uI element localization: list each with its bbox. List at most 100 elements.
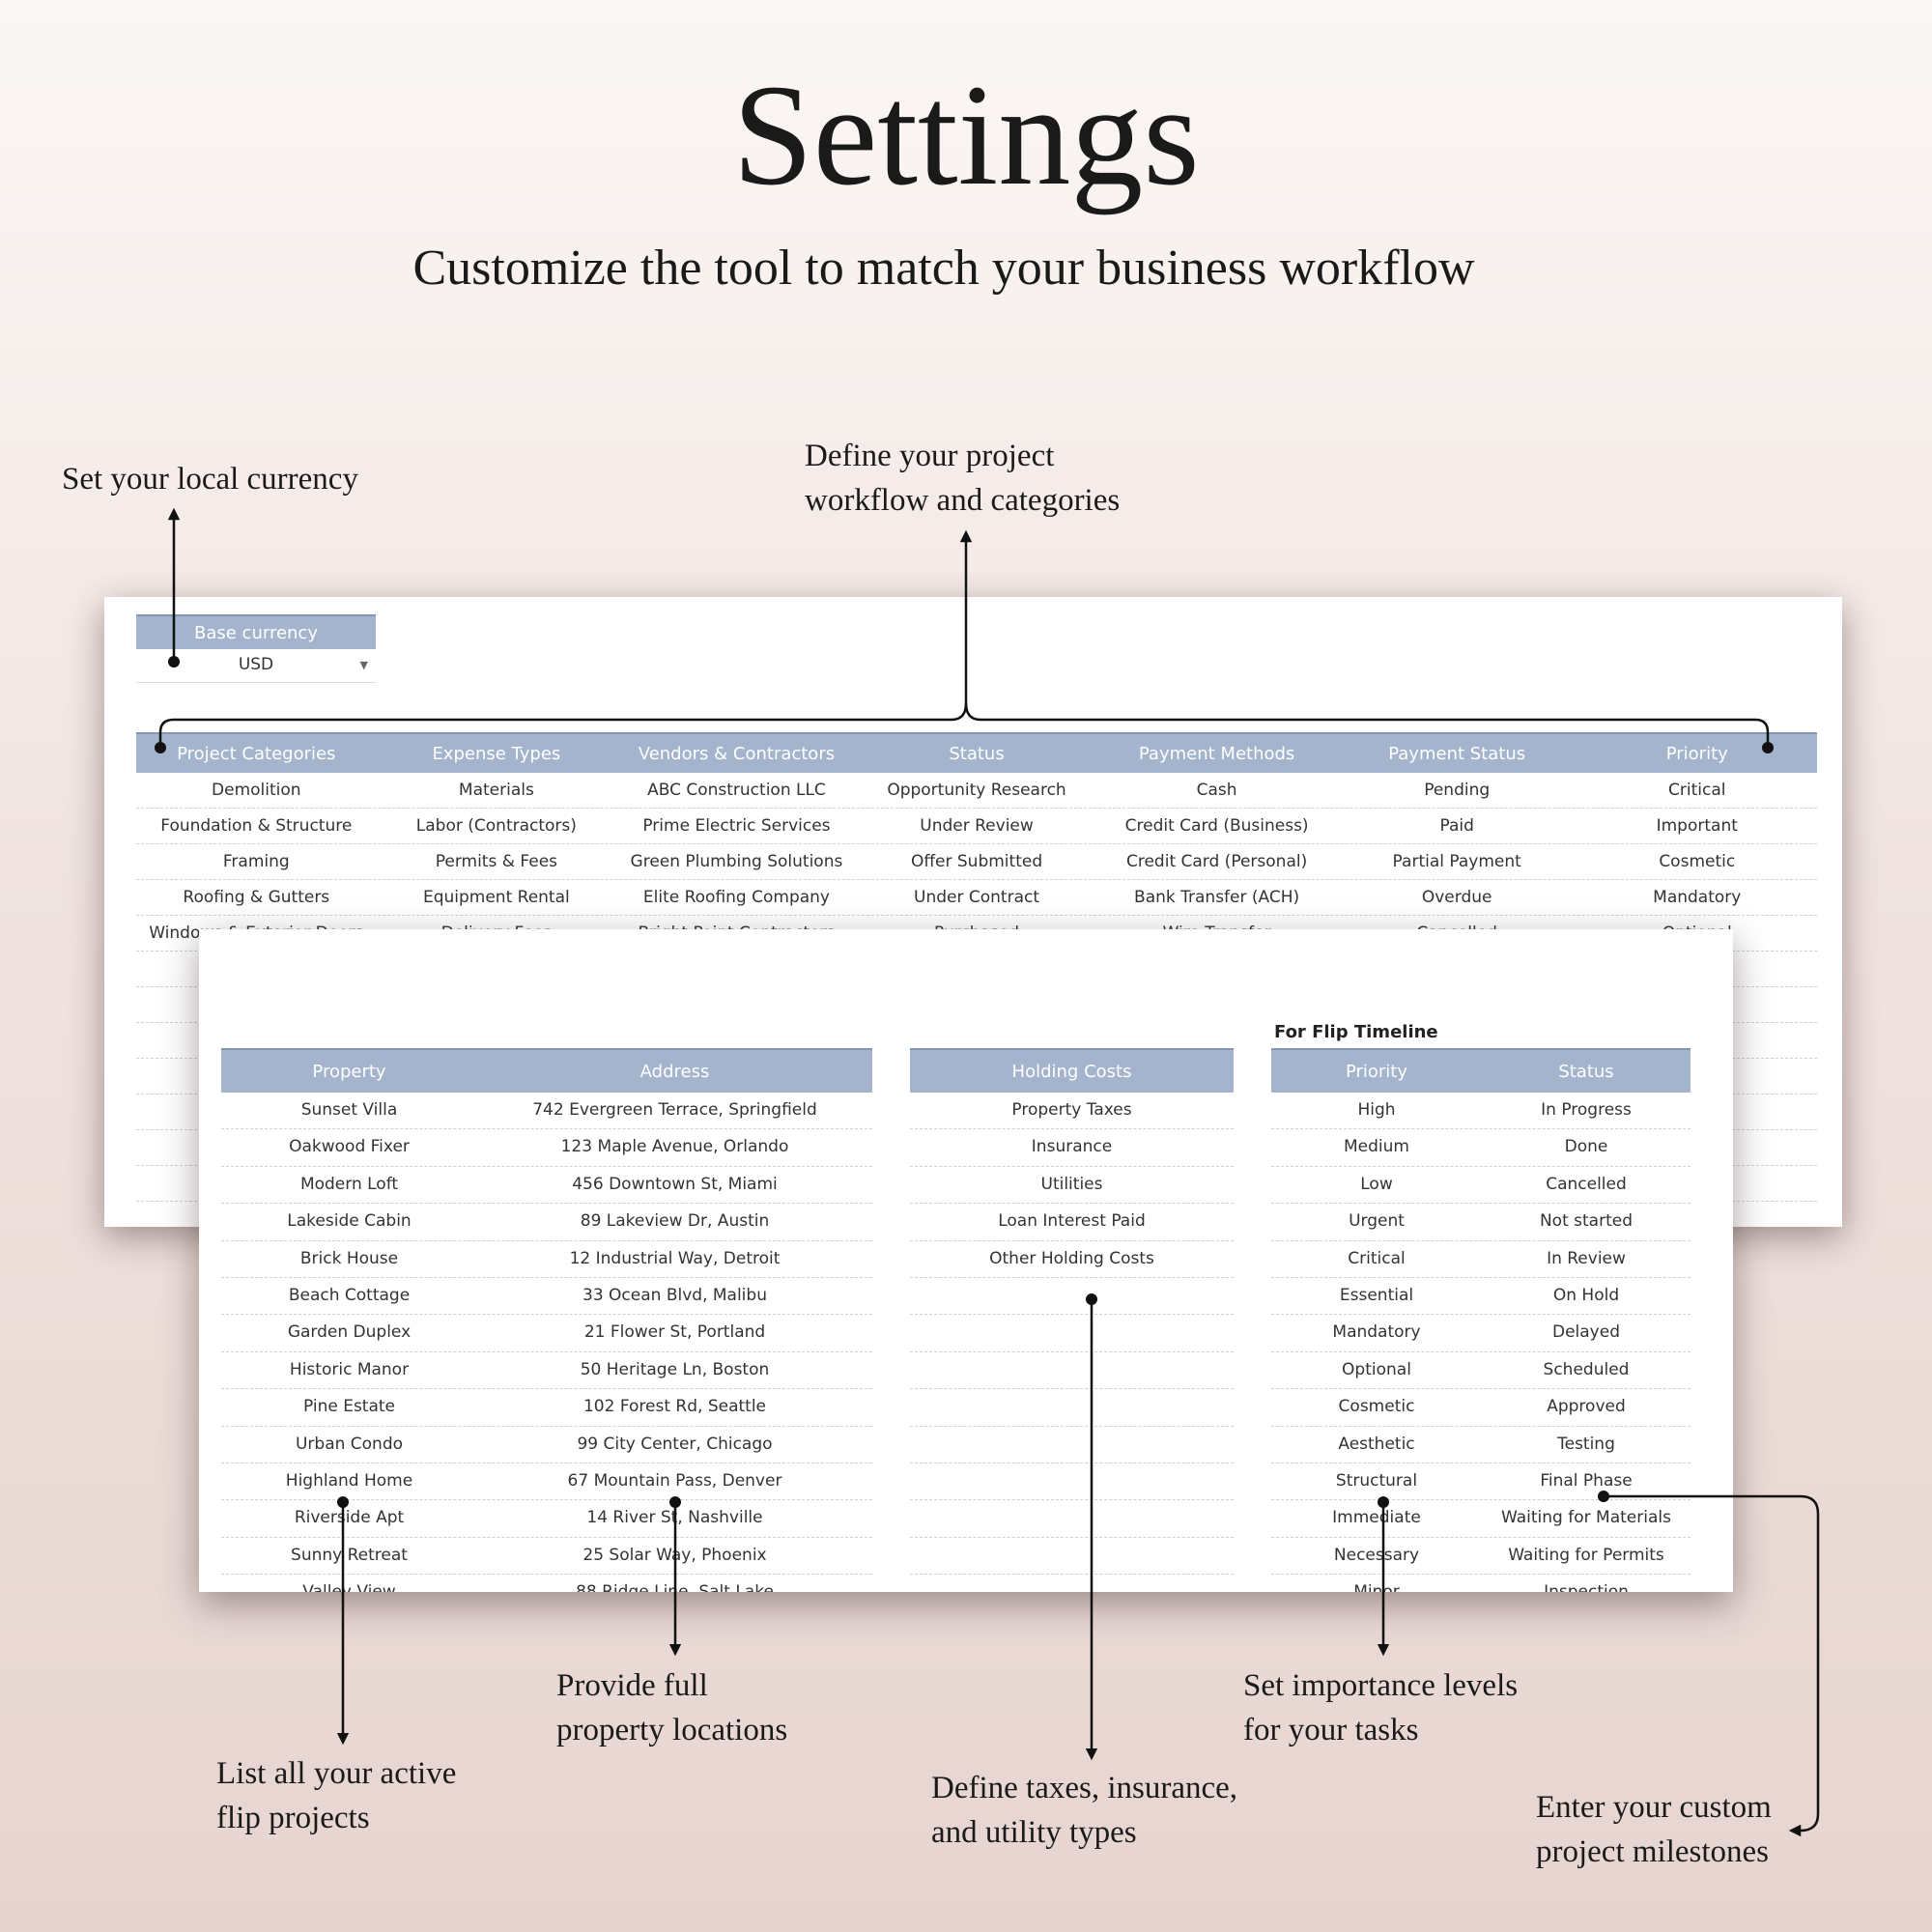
property-address: 742 Evergreen Terrace, Springfield <box>532 1100 817 1120</box>
property-name: Sunny Retreat <box>291 1545 408 1565</box>
timeline-status: Waiting for Permits <box>1508 1545 1664 1565</box>
table-cell: Green Plumbing Solutions <box>630 852 843 871</box>
timeline-priority: Cosmetic <box>1338 1397 1415 1417</box>
holding-cost-item: Property Taxes <box>1011 1100 1132 1120</box>
callout-line: for your tasks <box>1243 1713 1419 1747</box>
table-cell: Prime Electric Services <box>642 816 831 836</box>
callout-holding: Define taxes, insurance, and utility typ… <box>931 1766 1237 1855</box>
table-cell: Framing <box>222 852 290 871</box>
priority-header: Priority <box>1271 1048 1482 1093</box>
property-name: Modern Loft <box>299 1174 399 1194</box>
table-cell: Critical <box>1668 781 1726 800</box>
table-row: Utilities <box>910 1167 1234 1205</box>
holding-cost-item <box>910 1389 1234 1425</box>
holding-cost-item <box>910 1575 1234 1592</box>
column-header: Vendors & Contractors <box>616 732 857 773</box>
timeline-status: Waiting for Materials <box>1501 1508 1671 1528</box>
callout-line: flip projects <box>216 1801 370 1835</box>
holding-cost-item: Insurance <box>1031 1137 1113 1157</box>
timeline-status: Testing <box>1557 1434 1615 1454</box>
callout-projects: List all your active flip projects <box>216 1751 456 1840</box>
table-cell: Equipment Rental <box>422 888 570 907</box>
dropdown-arrow-icon[interactable]: ▼ <box>359 659 368 671</box>
property-name: Pine Estate <box>302 1397 396 1417</box>
base-currency-select[interactable]: USD ▼ <box>136 647 376 683</box>
timeline-status: Scheduled <box>1543 1359 1630 1379</box>
property-name: Brick House <box>299 1248 399 1268</box>
table-cell: Mandatory <box>1653 888 1742 907</box>
callout-line: Enter your custom <box>1536 1790 1772 1825</box>
column-header: Expense Types <box>376 732 617 773</box>
property-address: 21 Flower St, Portland <box>583 1322 766 1343</box>
property-address: 67 Mountain Pass, Denver <box>567 1470 782 1491</box>
status-header: Status <box>1482 1048 1690 1093</box>
property-address: 25 Solar Way, Phoenix <box>582 1545 767 1565</box>
holding-cost-item <box>910 1463 1234 1499</box>
callout-line: Set your local currency <box>62 462 358 497</box>
table-cell: Offer Submitted <box>910 852 1043 871</box>
holding-costs-header: Holding Costs <box>910 1048 1234 1093</box>
callout-line: project milestones <box>1536 1834 1770 1869</box>
table-cell: Cosmetic <box>1659 852 1736 871</box>
table-cell: Opportunity Research <box>887 781 1066 800</box>
table-row <box>910 1278 1234 1316</box>
table-cell: Partial Payment <box>1392 852 1521 871</box>
table-row <box>910 1463 1234 1501</box>
table-row: MinorInspection <box>1271 1575 1690 1592</box>
property-name: Lakeside Cabin <box>287 1211 412 1232</box>
timeline-status: Approved <box>1547 1397 1626 1417</box>
property-address: 50 Heritage Ln, Boston <box>580 1359 770 1379</box>
table-cell: Pending <box>1424 781 1491 800</box>
property-name: Garden Duplex <box>287 1322 412 1343</box>
property-name: Highland Home <box>285 1470 413 1491</box>
table-row <box>910 1575 1234 1592</box>
timeline-status: In Progress <box>1541 1100 1632 1120</box>
table-cell: ABC Construction LLC <box>647 781 826 800</box>
holding-cost-item <box>910 1352 1234 1388</box>
table-row: Highland Home 67 Mountain Pass, Denver <box>221 1463 872 1501</box>
timeline-status: Final Phase <box>1540 1470 1633 1491</box>
callout-line: Provide full <box>556 1668 708 1703</box>
table-cell: Paid <box>1439 816 1474 836</box>
table-row <box>910 1500 1234 1538</box>
holding-cost-item <box>910 1427 1234 1463</box>
table-row: Sunny Retreat 25 Solar Way, Phoenix <box>221 1538 872 1576</box>
timeline-status: On Hold <box>1552 1285 1620 1305</box>
timeline-label: For Flip Timeline <box>1274 1022 1438 1042</box>
table-row <box>910 1352 1234 1390</box>
callout-line: Set importance levels <box>1243 1668 1519 1703</box>
callout-line: property locations <box>556 1713 788 1747</box>
callout-currency: Set your local currency <box>62 457 358 501</box>
property-address: 123 Maple Avenue, Orlando <box>560 1137 789 1157</box>
table-cell: Elite Roofing Company <box>642 888 830 907</box>
holding-cost-item <box>910 1315 1234 1350</box>
base-currency-header: Base currency <box>136 614 376 649</box>
holding-cost-item <box>910 1500 1234 1536</box>
table-cell: Bank Transfer (ACH) <box>1134 888 1300 907</box>
timeline-priority: Mandatory <box>1332 1322 1421 1343</box>
table-row <box>910 1315 1234 1352</box>
callout-workflow: Define your project workflow and categor… <box>805 434 1120 523</box>
property-address: 456 Downtown St, Miami <box>572 1174 778 1194</box>
property-name: Urban Condo <box>295 1434 404 1454</box>
callout-importance: Set importance levels for your tasks <box>1243 1663 1518 1752</box>
table-cell: Foundation & Structure <box>160 816 353 836</box>
timeline-priority: Minor <box>1271 1575 1482 1592</box>
callout-line: workflow and categories <box>805 483 1121 518</box>
holding-cost-item: Other Holding Costs <box>989 1248 1154 1268</box>
